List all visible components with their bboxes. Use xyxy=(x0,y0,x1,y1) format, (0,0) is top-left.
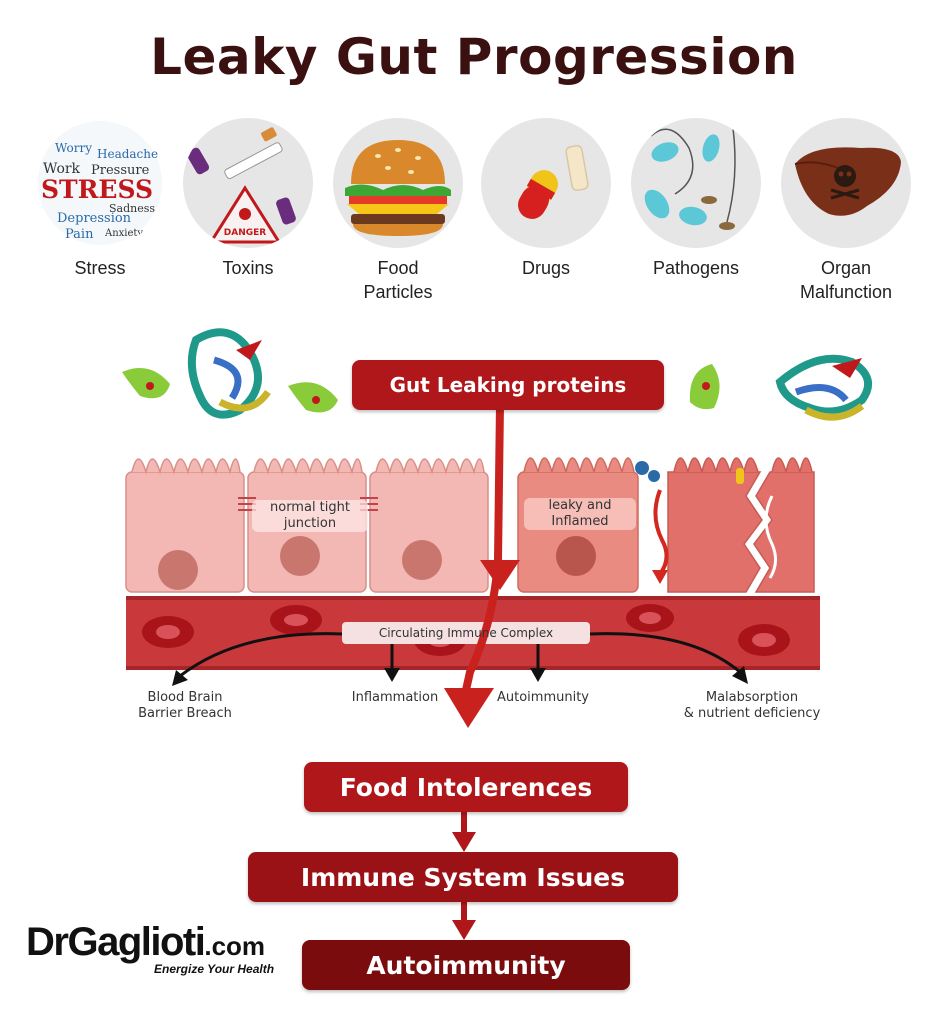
factor-drugs: Drugs xyxy=(478,118,614,280)
outcome-bbb: Blood Brain Barrier Breach xyxy=(138,690,232,721)
factor-pathogens: Pathogens xyxy=(628,118,764,280)
pathogen-icon xyxy=(288,382,338,413)
outcome-autoimmunity: Autoimmunity xyxy=(496,690,589,705)
stress-word-anxiety: Anxiety xyxy=(104,228,143,239)
stress-word-headache: Headache xyxy=(97,147,158,161)
protein-icon xyxy=(775,354,873,421)
leaky-inflamed-label: leaky and Inflamed xyxy=(524,498,636,530)
factor-label: Drugs xyxy=(521,258,570,278)
factor-label: Stress xyxy=(74,258,126,278)
factor-label: Pathogens xyxy=(652,258,740,278)
factor-toxins: DANGER Toxins xyxy=(180,118,316,280)
protein-icon xyxy=(187,328,271,419)
factor-stress: Worry Headache Work Pressure STRESS Sadn… xyxy=(32,118,168,280)
stress-word-pressure: Pressure xyxy=(91,163,150,178)
outcome-malabsorption: Malabsorption & nutrient deficiency xyxy=(683,690,821,721)
factor-organ-malfunction: Organ Malfunction xyxy=(778,118,914,304)
food-intolerances-box: Food Intolerences xyxy=(304,762,628,812)
immune-system-issues-box: Immune System Issues xyxy=(248,852,678,902)
factor-label: Organ Malfunction xyxy=(799,258,893,302)
stress-word-worry: Worry xyxy=(55,141,92,155)
page-title: Leaky Gut Progression xyxy=(150,28,798,86)
pills-icon xyxy=(481,118,611,248)
normal-junction-label: normal tight junction xyxy=(252,500,368,532)
stress-word-work: Work xyxy=(43,161,81,177)
normal-cell xyxy=(369,458,489,593)
autoimmunity-box: Autoimmunity xyxy=(302,940,630,990)
stress-word-cloud-icon: Worry Headache Work Pressure STRESS Sadn… xyxy=(35,118,165,248)
logo-tagline: Energize Your Health xyxy=(154,962,275,976)
pathogen-icon xyxy=(689,364,720,410)
immune-complex-label: Circulating Immune Complex xyxy=(378,626,554,640)
logo-suffix: .com xyxy=(204,931,266,961)
outcome-arrows xyxy=(179,632,741,678)
logo-name: DrGaglioti xyxy=(26,920,206,964)
danger-sign-text: DANGER xyxy=(224,228,267,238)
gut-barrier-diagram: normal tight junction leaky and Inflamed… xyxy=(0,300,948,740)
liver-icon xyxy=(781,118,911,248)
brand-logo: DrGaglioti.com Energize Your Health xyxy=(26,920,274,976)
factor-label: Food Particles xyxy=(363,258,433,302)
stress-word-main: STRESS xyxy=(41,175,153,204)
outcome-inflammation: Inflammation xyxy=(351,690,439,705)
pathogen-icon xyxy=(122,368,170,399)
toxins-icon: DANGER xyxy=(183,118,313,248)
stress-word-pain: Pain xyxy=(65,227,94,242)
pathogens-icon xyxy=(631,118,761,248)
factor-food-particles: Food Particles xyxy=(330,118,466,304)
gut-leaking-proteins-box: Gut Leaking proteins xyxy=(352,360,664,410)
factor-label: Toxins xyxy=(222,258,274,278)
stress-word-depression: Depression xyxy=(57,211,132,226)
stress-word-sadness: Sadness xyxy=(109,202,155,215)
normal-cell xyxy=(125,458,245,593)
burger-icon xyxy=(333,118,463,248)
